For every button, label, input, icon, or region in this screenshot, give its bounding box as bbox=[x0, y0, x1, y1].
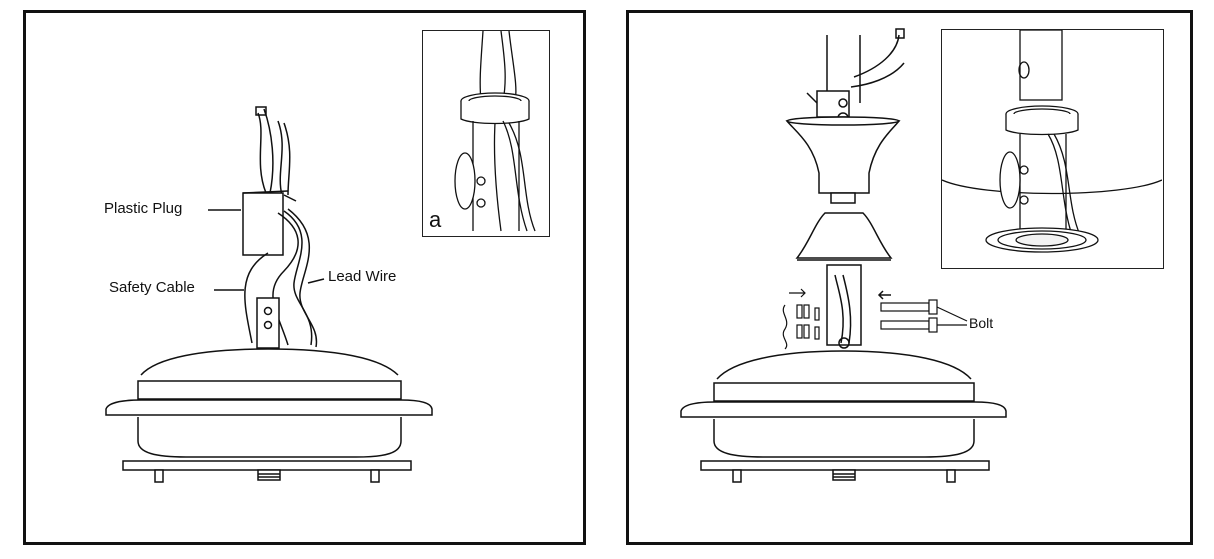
base-foot-2 bbox=[370, 469, 380, 483]
bolt-2 bbox=[880, 320, 930, 330]
downrod-tube bbox=[1019, 30, 1063, 101]
right-diagram bbox=[680, 28, 1007, 483]
bolt-1 bbox=[880, 302, 930, 312]
plug-arrow bbox=[283, 194, 297, 202]
left-diagram bbox=[105, 106, 433, 483]
hanger-screw bbox=[838, 98, 848, 108]
clip-1 bbox=[782, 304, 788, 350]
lead-wire-c bbox=[287, 208, 318, 348]
motor-flange-right bbox=[680, 401, 1007, 418]
downrod-hole-2 bbox=[263, 320, 273, 330]
plug-hole-2 bbox=[476, 198, 486, 208]
motor-flange bbox=[105, 399, 433, 416]
safety-cable bbox=[244, 252, 269, 344]
wire-2 bbox=[263, 108, 274, 194]
collar-ring bbox=[460, 101, 530, 125]
arrow-right-in bbox=[877, 290, 891, 300]
inset-a-drawing bbox=[454, 31, 536, 232]
right-panel: Bolt bbox=[626, 10, 1193, 545]
label-plastic-plug: Plastic Plug bbox=[104, 200, 183, 217]
top-wire-1 bbox=[853, 34, 900, 78]
motor-dome bbox=[140, 348, 399, 376]
downrod bbox=[256, 297, 280, 349]
inset-a-detail: a bbox=[422, 30, 550, 237]
inset-b-detail bbox=[941, 29, 1164, 269]
inset-label-a: a bbox=[429, 207, 442, 232]
wire-connector bbox=[255, 106, 267, 116]
lead-wire-b bbox=[283, 210, 313, 346]
bolt-set bbox=[880, 299, 968, 333]
plastic-plug-shape bbox=[242, 192, 284, 256]
shaft bbox=[257, 469, 281, 481]
label-bolt: Bolt bbox=[969, 315, 994, 331]
cover-bell bbox=[795, 212, 893, 259]
motor-dome-right bbox=[716, 350, 972, 380]
leader-lead bbox=[307, 278, 325, 284]
wire-1 bbox=[257, 112, 267, 194]
label-lead-wire: Lead Wire bbox=[328, 268, 397, 285]
canopy-surface bbox=[942, 179, 1162, 195]
top-wire-2 bbox=[850, 62, 905, 88]
inset-b-drawing bbox=[942, 30, 1162, 253]
wire-3 bbox=[277, 120, 283, 196]
clip-set bbox=[782, 288, 820, 350]
base-plate bbox=[122, 460, 412, 471]
plug-hole-1 bbox=[476, 176, 486, 186]
left-panel: Plastic Plug Safety Cable Lead Wire a bbox=[23, 10, 586, 545]
downrod-hole-1 bbox=[263, 306, 273, 316]
wire-4 bbox=[283, 122, 291, 196]
canopy bbox=[785, 120, 901, 194]
motor-body bbox=[137, 417, 402, 458]
canopy-neck bbox=[830, 192, 856, 204]
base-plate-right bbox=[700, 460, 990, 471]
motor-band-top bbox=[137, 380, 402, 400]
arrow-left-in bbox=[789, 288, 806, 298]
label-safety-cable: Safety Cable bbox=[109, 279, 195, 296]
base-foot-1 bbox=[154, 469, 164, 483]
